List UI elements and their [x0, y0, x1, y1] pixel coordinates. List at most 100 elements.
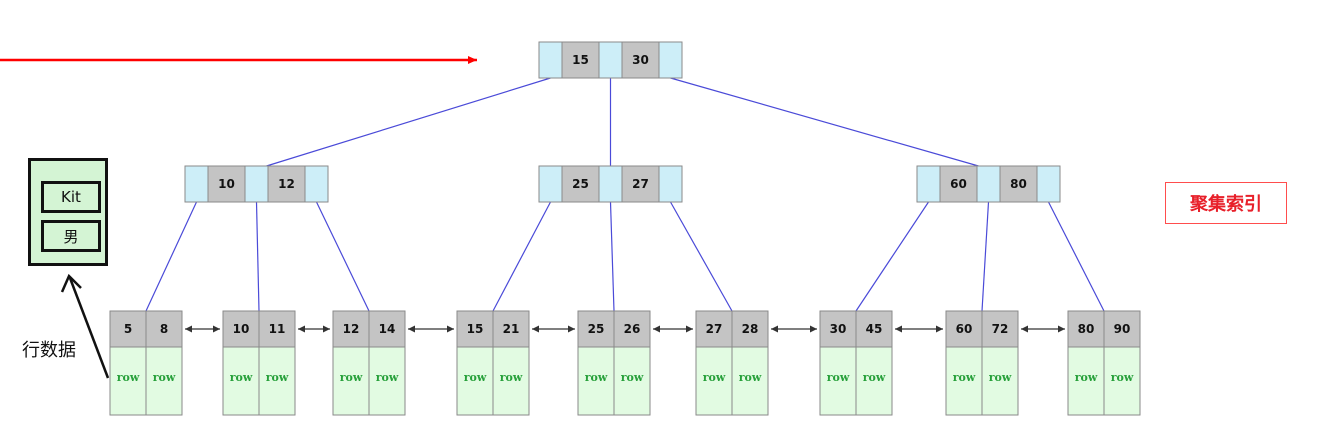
- tree-edges: [145, 77, 1105, 312]
- key-value: 15: [572, 53, 589, 67]
- pointer-cell: [976, 165, 1001, 203]
- leaf-key-value: 60: [956, 322, 973, 336]
- leaf-key-value: 10: [233, 322, 250, 336]
- internal-node: 60 80: [916, 165, 1061, 203]
- row-detail-gender: 男: [41, 220, 101, 252]
- leaf-key-value: 12: [343, 322, 360, 336]
- tree-edge: [669, 201, 733, 312]
- pointer-cell: [598, 41, 623, 79]
- internal-node: 25 27: [538, 165, 683, 203]
- internal-node: 10 12: [184, 165, 329, 203]
- row-cell: [855, 346, 893, 416]
- row-cell: [1103, 346, 1141, 416]
- key-value: 60: [950, 177, 967, 191]
- leaf-key-cell: [577, 310, 615, 348]
- row-text: row: [863, 371, 886, 384]
- row-text: row: [739, 371, 762, 384]
- row-text: row: [376, 371, 399, 384]
- key-cell: [999, 165, 1038, 203]
- leaf-key-value: 45: [866, 322, 883, 336]
- row-text: row: [117, 371, 140, 384]
- pointer-cell: [598, 165, 623, 203]
- leaf-key-cell: [819, 310, 857, 348]
- leaf-key-value: 14: [379, 322, 396, 336]
- leaf-key-cell: [145, 310, 183, 348]
- leaf-key-value: 26: [624, 322, 641, 336]
- tree-edge: [315, 201, 370, 312]
- row-cell: [368, 346, 406, 416]
- leaf-key-cell: [613, 310, 651, 348]
- pointer-cell: [244, 165, 269, 203]
- leaf-key-value: 72: [992, 322, 1009, 336]
- key-value: 25: [572, 177, 589, 191]
- tree-edge: [266, 77, 551, 167]
- row-cell: [981, 346, 1019, 416]
- row-cell: [222, 346, 260, 416]
- row-text: row: [827, 371, 850, 384]
- leaf-key-value: 11: [269, 322, 286, 336]
- tree-edge: [609, 201, 615, 312]
- key-value: 12: [278, 177, 295, 191]
- leaf-key-value: 90: [1114, 322, 1131, 336]
- row-cell: [819, 346, 857, 416]
- row-cell: [492, 346, 530, 416]
- row-cell: [332, 346, 370, 416]
- row-cell: [456, 346, 494, 416]
- row-text: row: [989, 371, 1012, 384]
- row-cell: [1067, 346, 1105, 416]
- row-text: row: [621, 371, 644, 384]
- leaf-node: 15 row 21 row: [456, 310, 530, 416]
- row-text: row: [266, 371, 289, 384]
- key-value: 10: [218, 177, 235, 191]
- row-text: row: [1111, 371, 1134, 384]
- row-text: row: [703, 371, 726, 384]
- row-cell: [258, 346, 296, 416]
- row-cell: [945, 346, 983, 416]
- leaf-key-cell: [1103, 310, 1141, 348]
- pointer-cell: [538, 165, 563, 203]
- leaf-key-cell: [222, 310, 260, 348]
- key-cell: [621, 165, 660, 203]
- leaf-key-cell: [981, 310, 1019, 348]
- pointer-cell: [916, 165, 941, 203]
- pointer-cell: [538, 41, 563, 79]
- pointer-cell: [1036, 165, 1061, 203]
- leaf-key-value: 28: [742, 322, 759, 336]
- leaf-key-value: 30: [830, 322, 847, 336]
- tree-edge: [145, 201, 198, 312]
- row-text: row: [500, 371, 523, 384]
- tree-edge: [1047, 201, 1105, 312]
- tree-edge: [255, 201, 260, 312]
- row-cell: [695, 346, 733, 416]
- row-cell: [145, 346, 183, 416]
- row-text: row: [153, 371, 176, 384]
- leaf-key-value: 21: [503, 322, 520, 336]
- leaf-key-cell: [855, 310, 893, 348]
- key-cell: [207, 165, 246, 203]
- leaf-key-cell: [695, 310, 733, 348]
- row-text: row: [230, 371, 253, 384]
- key-value: 27: [632, 177, 649, 191]
- key-value: 80: [1010, 177, 1027, 191]
- row-detail-arrowhead: [60, 273, 82, 293]
- row-text: row: [464, 371, 487, 384]
- tree-edge: [855, 201, 929, 312]
- row-text: row: [585, 371, 608, 384]
- leaf-key-value: 8: [160, 322, 168, 336]
- row-detail-arrow: [68, 277, 110, 379]
- row-detail-name: Kit: [41, 181, 101, 213]
- row-detail-box: Kit 男: [28, 158, 108, 266]
- pointer-cell: [184, 165, 209, 203]
- leaf-key-value: 5: [124, 322, 132, 336]
- tree-edge: [981, 201, 990, 312]
- pointer-cell: [658, 41, 683, 79]
- leaf-key-value: 15: [467, 322, 484, 336]
- row-cell: [577, 346, 615, 416]
- pointer-cell: [304, 165, 329, 203]
- row-text: row: [340, 371, 363, 384]
